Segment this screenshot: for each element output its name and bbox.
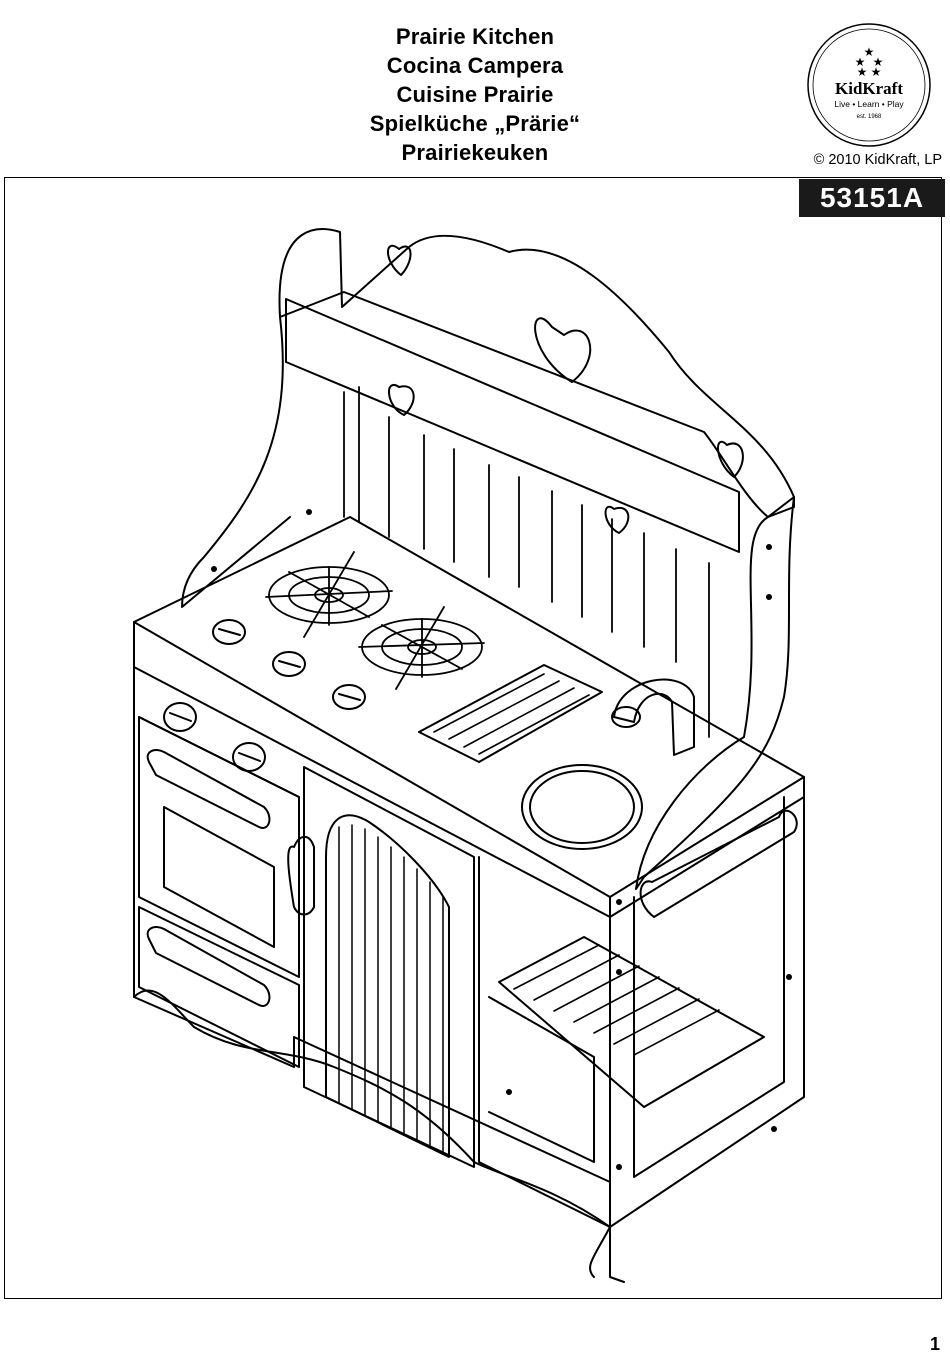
model-number-badge: 53151A	[799, 179, 945, 217]
drawer-handle	[148, 927, 270, 1006]
svg-text:★: ★	[857, 65, 868, 79]
page-number: 1	[930, 1334, 940, 1355]
title-english: Prairie Kitchen	[300, 22, 650, 51]
logo-tagline: Live • Learn • Play	[834, 99, 904, 109]
slatted-shelf	[499, 937, 764, 1107]
svg-text:★: ★	[871, 65, 882, 79]
heart-icon	[388, 246, 411, 275]
scalloped-base	[134, 990, 610, 1277]
title-german: Spielküche „Prärie“	[300, 109, 650, 138]
kitchen-illustration	[4, 177, 942, 1299]
crown-outline	[280, 229, 794, 517]
heart-icon	[535, 318, 590, 382]
logo-brand: KidKraft	[835, 79, 903, 98]
heart-icon	[606, 507, 629, 533]
grill-plate	[419, 665, 602, 762]
title-dutch: Prairiekeuken	[300, 138, 650, 167]
title-french: Cuisine Prairie	[300, 80, 650, 109]
kidkraft-logo: ★ ★★ ★★ KidKraft Live • Learn • Play est…	[806, 22, 932, 148]
countertop	[134, 517, 804, 897]
control-knobs	[164, 620, 365, 771]
title-block: Prairie Kitchen Cocina Campera Cuisine P…	[300, 22, 650, 167]
logo-established: est. 1968	[857, 114, 882, 120]
copyright-notice: © 2010 KidKraft, LP	[814, 152, 942, 168]
oven-handle	[148, 750, 270, 828]
burner-left	[266, 552, 392, 637]
door-handle	[288, 837, 314, 915]
burner-right	[359, 607, 484, 689]
title-spanish: Cocina Campera	[300, 51, 650, 80]
sink-basin	[522, 765, 642, 849]
